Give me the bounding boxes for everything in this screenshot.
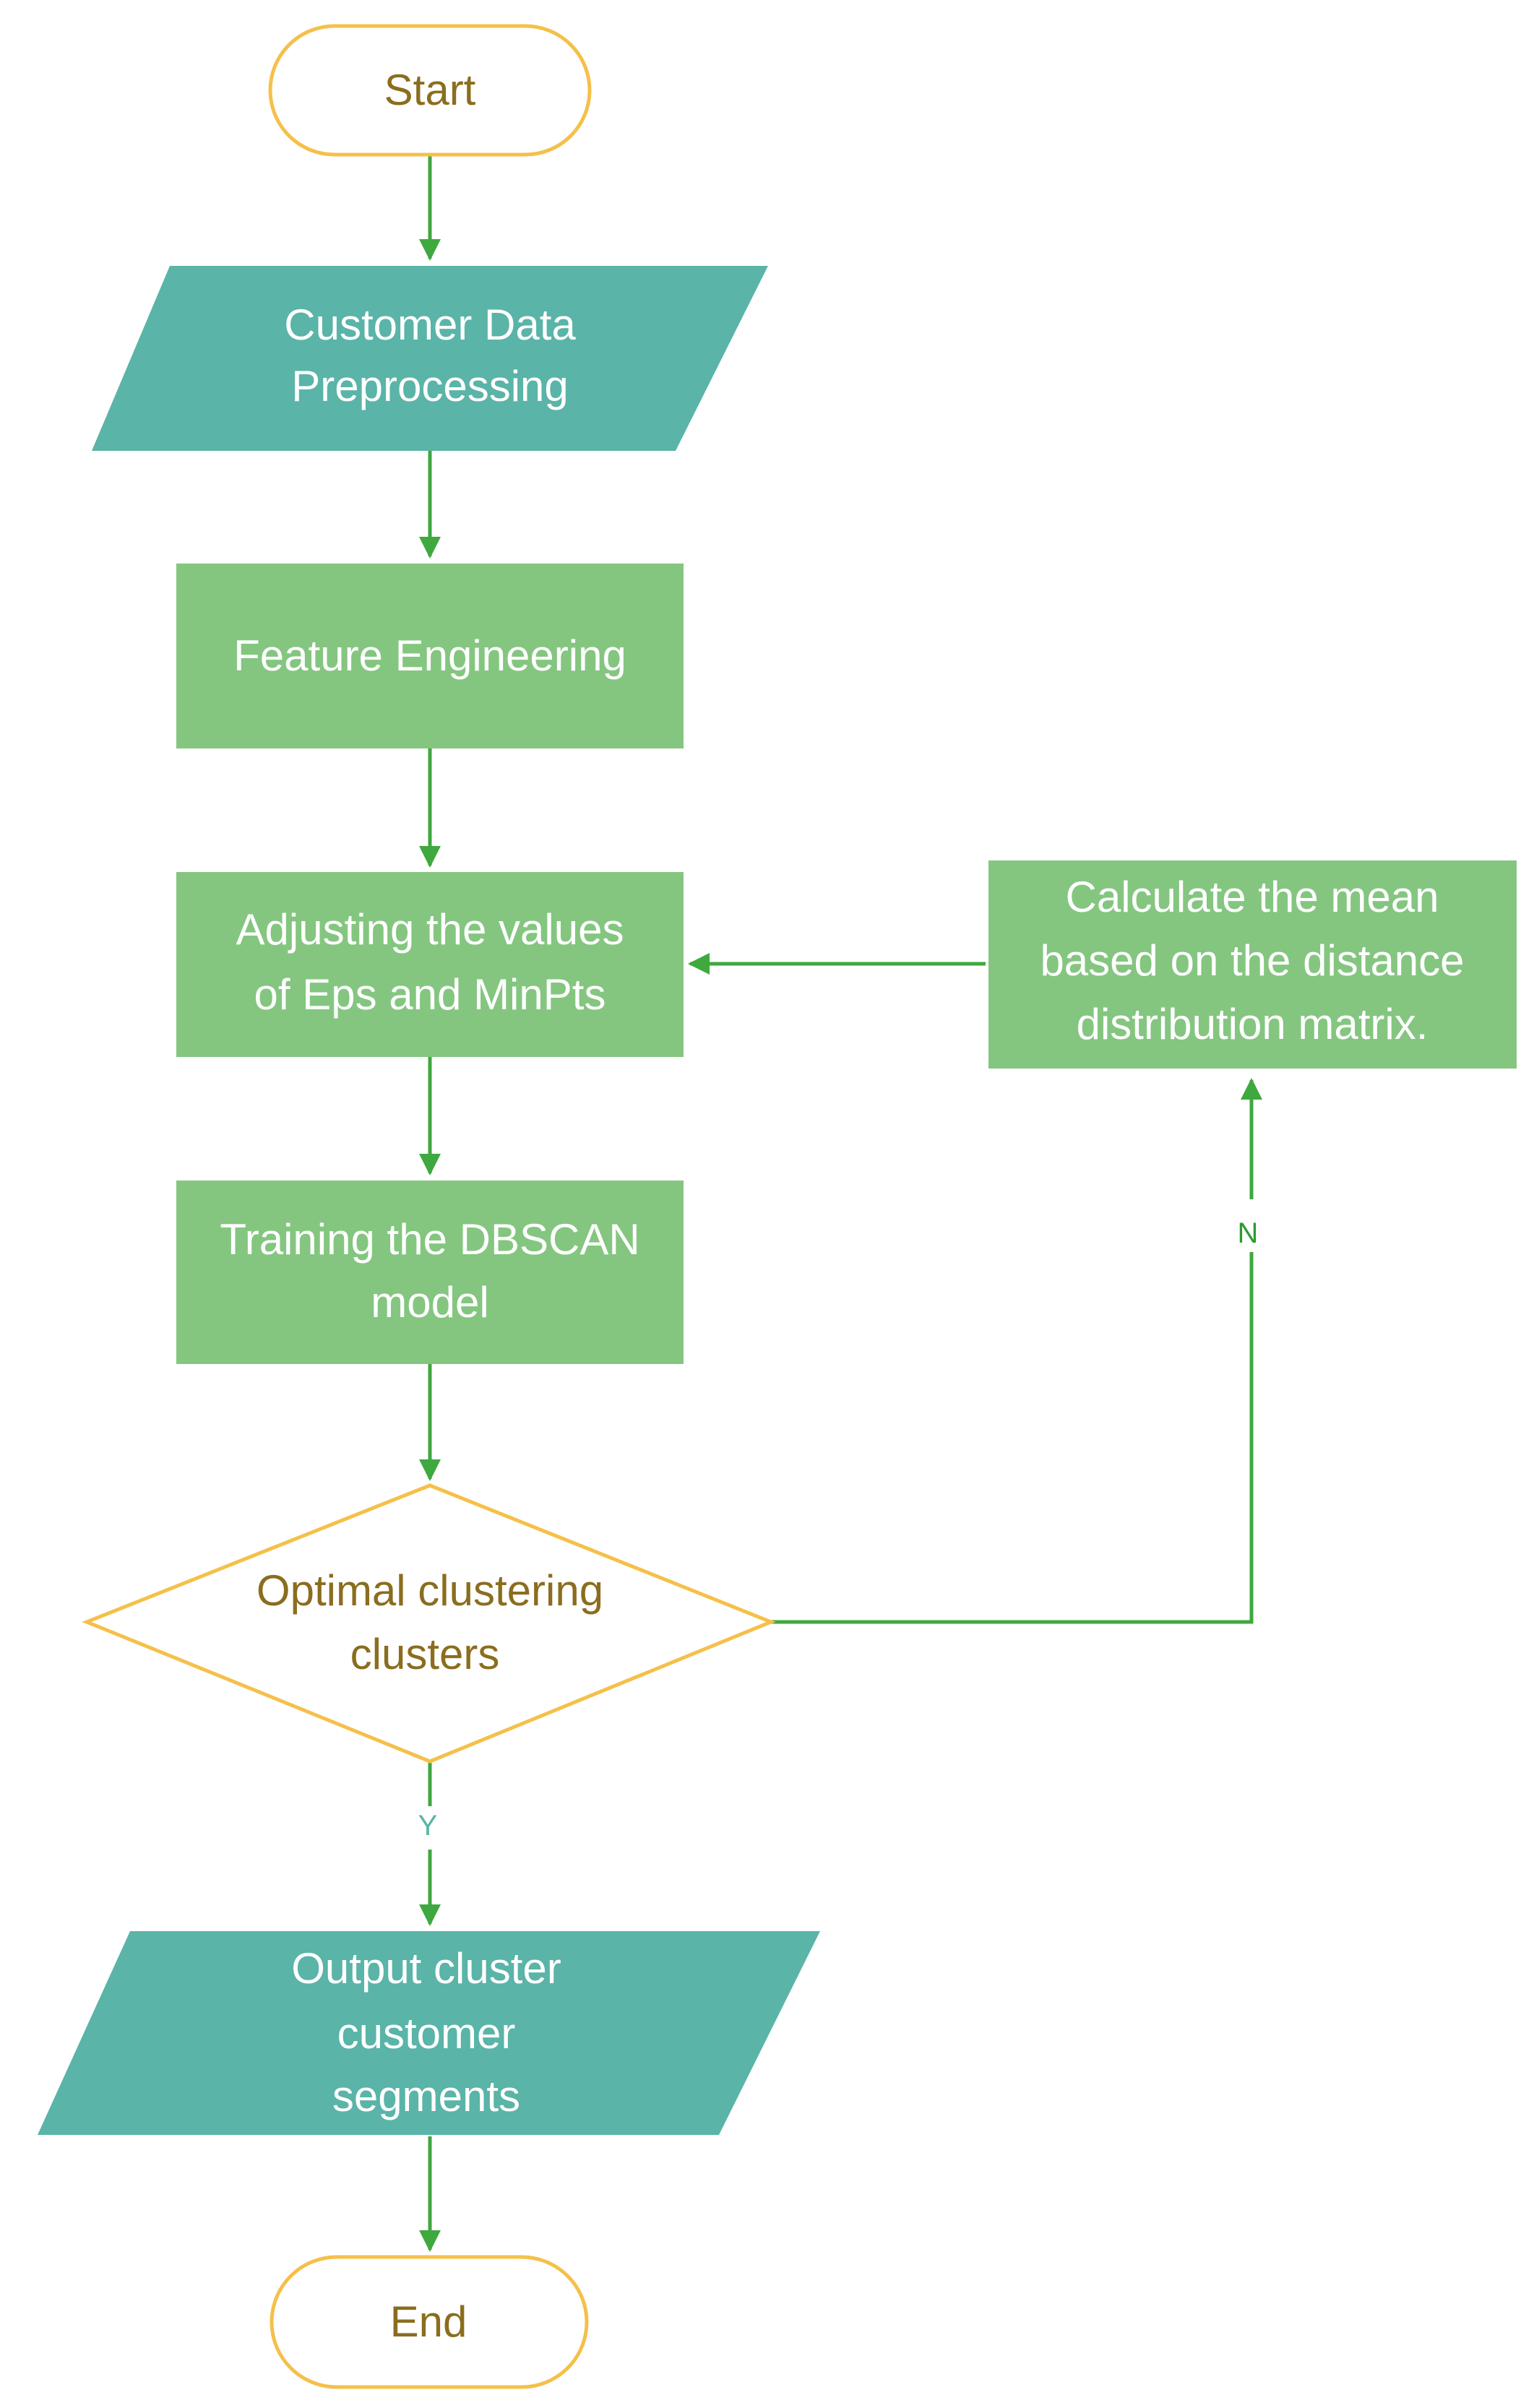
decision-label-line1: Optimal clustering	[257, 1566, 603, 1615]
calc-label-line3: distribution matrix.	[1077, 1000, 1429, 1048]
train-node: Training the DBSCAN model	[176, 1181, 684, 1364]
preprocess-label-line1: Customer Data	[284, 301, 576, 349]
start-label: Start	[384, 66, 476, 114]
decision-node: Optimal clustering clusters	[82, 1483, 776, 1764]
feature-node: Feature Engineering	[176, 564, 684, 748]
no-label: N	[1238, 1217, 1259, 1249]
output-label-line3: segments	[332, 2072, 520, 2120]
adjust-node: Adjusting the values of Eps and MinPts	[176, 872, 684, 1057]
train-label-line2: model	[371, 1278, 488, 1326]
adjust-label-line1: Adjusting the values	[236, 905, 624, 954]
yes-label: Y	[418, 1810, 438, 1842]
calc-node: Calculate the mean based on the distance…	[988, 860, 1517, 1069]
calc-label-line2: based on the distance	[1040, 936, 1464, 985]
train-label-line1: Training the DBSCAN	[220, 1215, 639, 1264]
calc-label-line1: Calculate the mean	[1066, 873, 1439, 921]
adjust-label-line2: of Eps and MinPts	[254, 970, 606, 1019]
end-label: End	[390, 2297, 467, 2346]
arrow-decision-to-calc	[771, 1252, 1254, 1624]
decision-label-line2: clusters	[350, 1630, 500, 1678]
end-node: End	[270, 2255, 589, 2389]
feature-label: Feature Engineering	[233, 631, 626, 680]
output-node: Output cluster customer segments	[38, 1931, 820, 2135]
start-node: Start	[268, 24, 592, 157]
output-label-line2: customer	[337, 2009, 516, 2058]
output-label-line1: Output cluster	[291, 1944, 561, 1993]
preprocess-node: Customer Data Preprocessing	[92, 266, 768, 451]
preprocess-label-line2: Preprocessing	[291, 362, 569, 410]
